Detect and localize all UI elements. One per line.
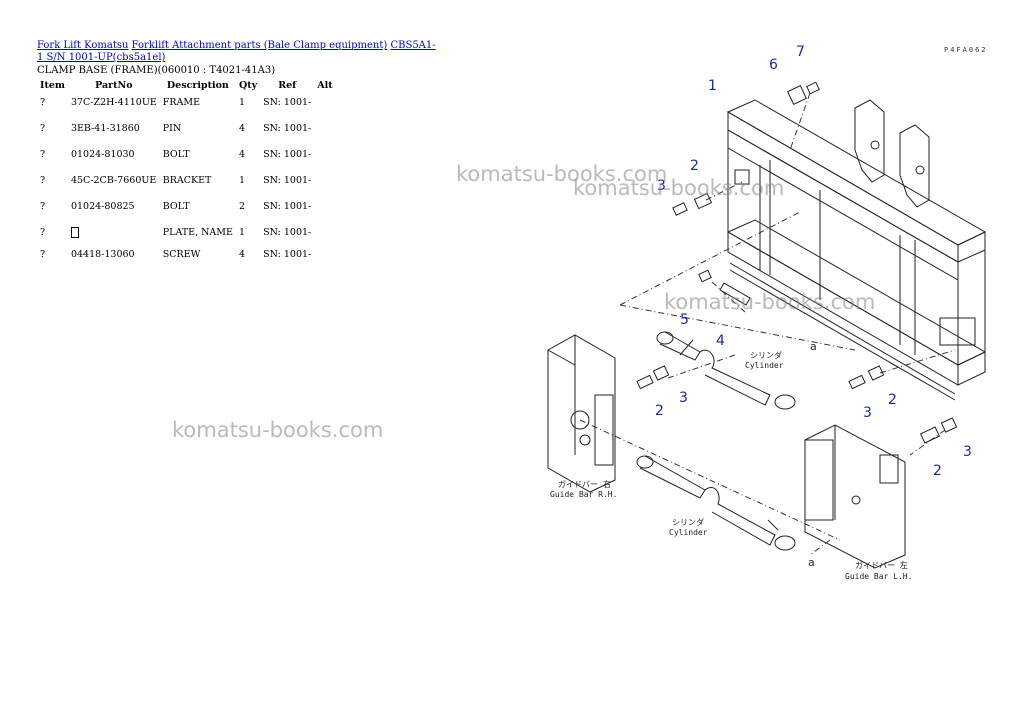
cell-description: FRAME [162,97,201,108]
cell-qty: 4 [238,149,246,160]
col-description: Description [166,80,229,91]
cell-item: ? [40,175,46,186]
cell-alt [314,197,335,223]
guide-bar-lh-drawing [804,424,906,569]
cell-ref: SN: 1001- [263,227,312,238]
cell-ref: SN: 1001- [263,123,312,134]
ref-mark-a-top: a [810,340,817,353]
exploded-parts-diagram: 1 2 3 4 5 6 7 2 3 2 3 2 3 シリンダ Cylinder … [547,44,987,581]
callout-3c: 3 [863,405,872,421]
cell-item: ? [40,149,46,160]
page-title: CLAMP BASE (FRAME)(060010 : T4021-41A3) [37,65,276,76]
breadcrumb-link-attachment[interactable]: Forklift Attachment parts (Bale Clamp eq… [131,40,388,51]
callout-3d: 3 [963,444,972,460]
breadcrumb-link-model[interactable]: CBS5A1-1 S/N 1001-UP(cbs5a1el) [37,40,436,63]
missing-glyph-icon [70,227,79,238]
parts-table: Item PartNo Description Qty Ref Alt ? 37… [37,78,336,271]
table-header-row: Item PartNo Description Qty Ref Alt [37,78,336,93]
cell-qty: 2 [238,201,246,212]
cell-item: ? [40,227,46,238]
cell-partno [68,223,160,245]
cell-description: BOLT [162,201,190,212]
cell-description: PIN [162,123,182,134]
ref-mark-a-bottom: a [808,556,815,569]
upper-cylinder-drawing [656,331,796,410]
cell-alt [314,145,335,171]
cell-item: ? [40,201,46,212]
cell-qty: 1 [238,227,246,238]
table-row: ? 04418-13060 SCREW 4 SN: 1001- [37,245,336,271]
table-row: ? 01024-80825 BOLT 2 SN: 1001- [37,197,336,223]
cell-item: ? [40,249,46,260]
table-row: ? 45C-2CB-7660UE BRACKET 1 SN: 1001- [37,171,336,197]
callout-3: 3 [657,178,666,194]
cell-partno: 3EB-41-31860 [70,123,140,134]
upper-cylinder-label-en: Cylinder [745,361,784,370]
table-row: ? 01024-81030 BOLT 4 SN: 1001- [37,145,336,171]
cell-qty: 1 [238,97,246,108]
cell-alt [314,171,335,197]
watermark-text: komatsu-books.com [573,176,785,200]
upper-cylinder-label-jp: シリンダ [750,350,782,360]
cell-ref: SN: 1001- [263,201,312,212]
table-row: ? 37C-Z2H-4110UE FRAME 1 SN: 1001- [37,93,336,119]
cell-description: BOLT [162,149,190,160]
cell-qty: 4 [238,123,246,134]
col-qty: Qty [238,80,258,91]
cell-ref: SN: 1001- [263,249,312,260]
callout-5: 5 [680,312,689,328]
drawing-code: P4FA062 [944,46,988,54]
col-partno: PartNo [95,80,133,91]
cell-item: ? [40,123,46,134]
cell-ref: SN: 1001- [263,175,312,186]
col-alt: Alt [317,80,333,91]
table-row: ? 3EB-41-31860 PIN 4 SN: 1001- [37,119,336,145]
lower-cylinder-drawing [636,455,796,551]
guide-bar-rh-drawing [547,334,616,493]
lower-cylinder-label-en: Cylinder [669,528,708,537]
cell-alt [314,223,335,245]
watermark-text: komatsu-books.com [456,162,668,186]
cell-ref: SN: 1001- [263,149,312,160]
fastener-drawings [636,81,958,444]
cell-alt [314,245,335,271]
cell-description: BRACKET [162,175,212,186]
callout-7: 7 [796,44,805,60]
callout-1: 1 [708,78,717,94]
lower-cylinder-label-jp: シリンダ [672,517,704,527]
callout-4: 4 [716,333,725,349]
cell-partno: 37C-Z2H-4110UE [70,97,157,108]
guide-bar-rh-label-en: Guide Bar R.H. [550,490,617,499]
watermark-text: komatsu-books.com [664,290,876,314]
frame-drawing [726,99,987,401]
cell-partno: 01024-81030 [70,149,135,160]
cell-qty: 1 [238,175,246,186]
cell-item: ? [40,97,46,108]
col-item: Item [40,80,65,91]
guide-bar-lh-label-jp: ガイドバー 左 [855,560,908,570]
cell-alt [314,93,335,119]
cell-description: PLATE, NAME [162,227,233,238]
cell-partno: 45C-2CB-7660UE [70,175,157,186]
cell-description: SCREW [162,249,201,260]
callout-2: 2 [690,158,699,174]
table-row: ? PLATE, NAME 1 SN: 1001- [37,223,336,245]
col-ref: Ref [278,80,297,91]
callout-2c: 2 [888,392,897,408]
callout-2b: 2 [655,403,664,419]
watermark-text: komatsu-books.com [172,418,384,442]
callout-6: 6 [769,57,778,73]
guide-bar-rh-label-jp: ガイドバー 右 [558,479,611,489]
callout-3b: 3 [679,390,688,406]
guide-bar-lh-label-en: Guide Bar L.H. [845,572,912,581]
callout-2d: 2 [933,463,942,479]
cell-qty: 4 [238,249,246,260]
cell-partno: 01024-80825 [70,201,135,212]
breadcrumb: Fork Lift Komatsu Forklift Attachment pa… [37,40,437,64]
cell-ref: SN: 1001- [263,97,312,108]
breadcrumb-link-fork-lift[interactable]: Fork Lift Komatsu [37,40,129,51]
cell-partno: 04418-13060 [70,249,135,260]
cell-alt [314,119,335,145]
